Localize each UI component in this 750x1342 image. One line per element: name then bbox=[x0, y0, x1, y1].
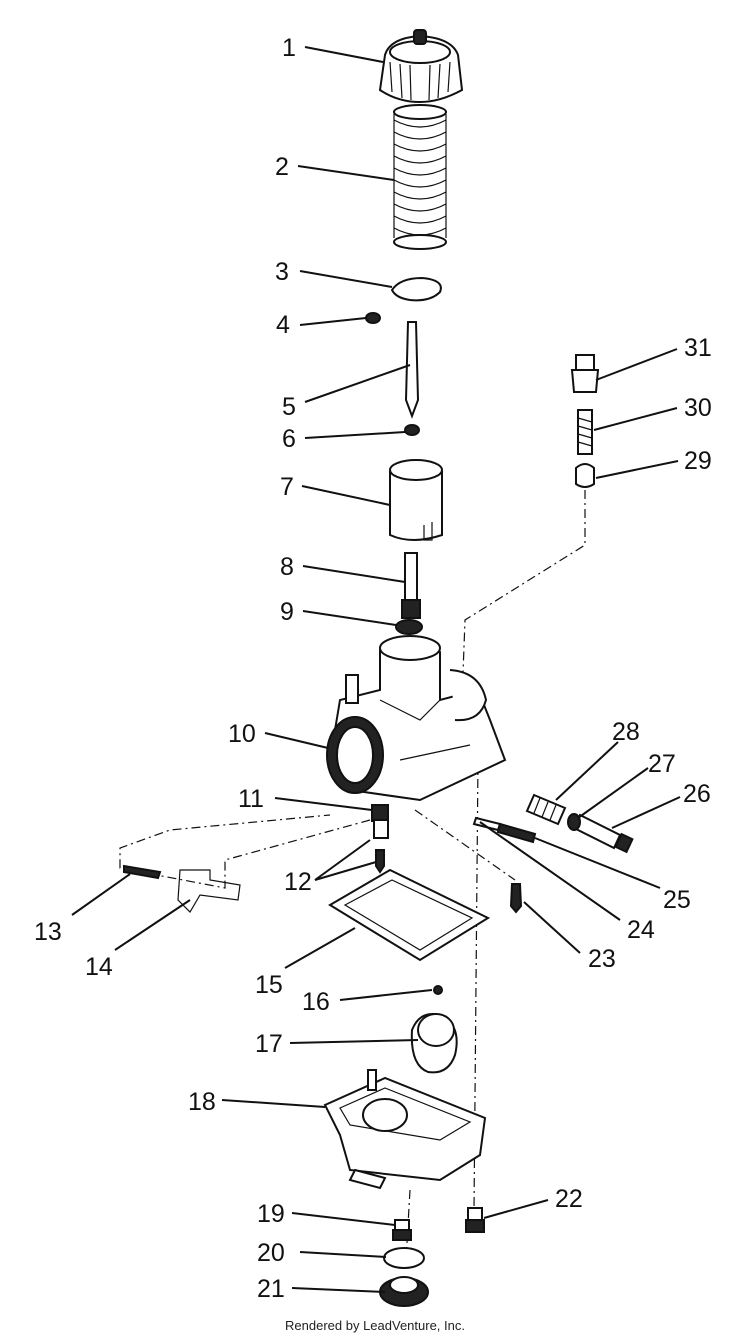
part-13-14-gasket bbox=[123, 864, 241, 913]
callout-16: 16 bbox=[302, 988, 330, 1016]
callout-30: 30 bbox=[684, 394, 712, 422]
part-3-plate bbox=[390, 276, 442, 302]
callout-14: 14 bbox=[85, 953, 113, 981]
callout-17: 17 bbox=[255, 1030, 283, 1058]
callout-23: 23 bbox=[588, 945, 616, 973]
callout-3: 3 bbox=[275, 258, 289, 286]
part-26-idle-screw bbox=[572, 813, 634, 854]
part-6-washer bbox=[404, 424, 420, 436]
part-10-carburetor-body bbox=[326, 635, 507, 802]
callout-19: 19 bbox=[257, 1200, 285, 1228]
callout-12: 12 bbox=[284, 868, 312, 896]
part-29-choke-plunger bbox=[575, 463, 595, 488]
part-12-float-needle bbox=[375, 849, 385, 874]
part-11-fitting bbox=[371, 804, 389, 839]
part-4-clip bbox=[365, 312, 381, 324]
part-18-float-bowl bbox=[323, 1069, 487, 1190]
part-1-cap bbox=[378, 29, 464, 104]
callout-24: 24 bbox=[627, 916, 655, 944]
callout-4: 4 bbox=[276, 311, 290, 339]
callout-6: 6 bbox=[282, 425, 296, 453]
footer-attribution: Rendered by LeadVenture, Inc. bbox=[285, 1318, 465, 1333]
part-23-pilot-jet bbox=[509, 883, 523, 914]
part-5-needle bbox=[404, 321, 420, 419]
part-16-ball bbox=[433, 985, 443, 995]
part-30-choke-spring bbox=[577, 409, 593, 455]
callout-numbers: 1 2 3 4 5 6 7 8 9 10 11 12 13 14 15 16 1… bbox=[34, 34, 712, 1303]
callout-25: 25 bbox=[663, 886, 691, 914]
part-28-spring bbox=[525, 793, 567, 826]
callout-29: 29 bbox=[684, 447, 712, 475]
part-2-spring bbox=[393, 104, 447, 250]
callout-9: 9 bbox=[280, 598, 294, 626]
part-9-ring bbox=[395, 619, 423, 635]
callout-7: 7 bbox=[280, 473, 294, 501]
callout-20: 20 bbox=[257, 1239, 285, 1267]
part-21-drain-plug bbox=[379, 1276, 429, 1307]
callout-11: 11 bbox=[238, 785, 264, 813]
callout-21: 21 bbox=[257, 1275, 285, 1303]
part-24-25-air-screw bbox=[472, 816, 537, 844]
part-22-screw bbox=[465, 1207, 485, 1233]
part-27-washer bbox=[567, 813, 581, 831]
part-7-slide bbox=[389, 459, 443, 541]
callout-5: 5 bbox=[282, 393, 296, 421]
part-15-bowl-gasket bbox=[328, 868, 491, 962]
callout-1: 1 bbox=[282, 34, 296, 62]
callout-8: 8 bbox=[280, 553, 294, 581]
callout-2: 2 bbox=[275, 153, 289, 181]
callout-27: 27 bbox=[648, 750, 676, 778]
callout-13: 13 bbox=[34, 918, 62, 946]
part-20-o-ring bbox=[383, 1247, 425, 1269]
part-8-jet bbox=[401, 552, 421, 619]
callout-31: 31 bbox=[684, 334, 712, 362]
leader-lines bbox=[71, 46, 681, 1293]
part-31-choke-nut bbox=[570, 354, 600, 393]
callout-10: 10 bbox=[228, 720, 256, 748]
part-19-drain-screw bbox=[392, 1219, 412, 1241]
callout-22: 22 bbox=[555, 1185, 583, 1213]
callout-28: 28 bbox=[612, 718, 640, 746]
callout-15: 15 bbox=[255, 971, 283, 999]
callout-26: 26 bbox=[683, 780, 711, 808]
part-17-float bbox=[410, 1013, 458, 1074]
callout-18: 18 bbox=[188, 1088, 216, 1116]
